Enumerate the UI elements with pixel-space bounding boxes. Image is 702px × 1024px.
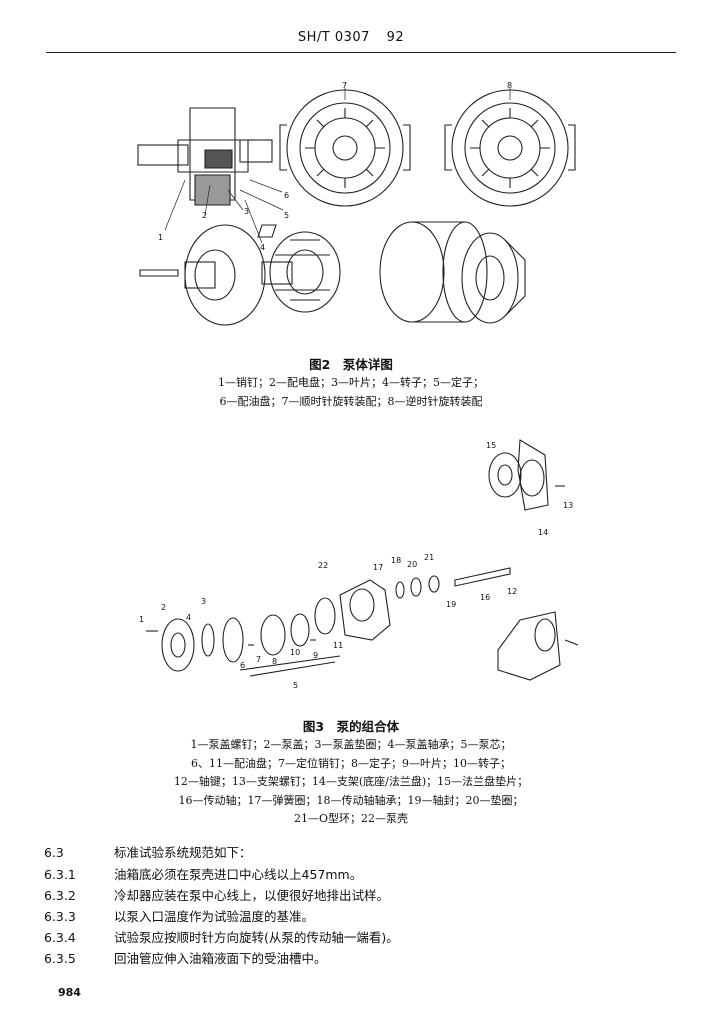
fig3-callout-3: 3 xyxy=(201,597,206,606)
clause-6-3-2: 6.3.2 冷却器应装在泵中心线上，以便很好地排出试样。 xyxy=(44,885,389,904)
figure3-legend-line: 16—传动轴；17—弹簧圈；18—传动轴轴承；19—轴封；20—垫圈； xyxy=(178,793,524,807)
clause-text: 冷却器应装在泵中心线上，以便很好地排出试样。 xyxy=(114,888,390,903)
fig2-callout-7: 7 xyxy=(342,81,347,90)
fig3-callout-13: 13 xyxy=(563,501,573,510)
support-flange-drawing xyxy=(488,439,565,511)
standard-code: SH/T 0307 xyxy=(297,30,370,45)
oil-distribution-plate-drawing xyxy=(461,232,526,324)
figure3-legend-line: 6、11—配油盘；7—定位销钉；8—定子；9—叶片；10—转子； xyxy=(191,756,511,770)
fig3-callout-18: 18 xyxy=(391,556,401,565)
figure2-legend-line: 1—销钉；2—配电盘；3—叶片；4—转子；5—定子； xyxy=(218,376,484,389)
fig3-callout-7: 7 xyxy=(256,655,261,664)
clause-text: 油箱底必须在泵壳进口中心线以上457mm。 xyxy=(114,867,363,882)
fig2-callout-5: 5 xyxy=(284,211,289,220)
clause-6-3-1: 6.3.1 油箱底必须在泵壳进口中心线以上457mm。 xyxy=(44,864,362,883)
pump-bracket-drawing xyxy=(497,611,579,681)
figure3-legend-line: 21—O型环；22—泵壳 xyxy=(293,812,408,825)
figure2-title: 图2 泵体详图 xyxy=(309,357,393,372)
fig3-callout-5: 5 xyxy=(293,681,298,690)
running-header: SH/T 0307 92 xyxy=(0,30,702,45)
clause-number: 6.3.5 xyxy=(44,951,76,966)
rotor-drawing xyxy=(261,231,341,313)
fig3-callout-2: 2 xyxy=(161,603,166,612)
counterclockwise-assembly-drawing xyxy=(444,89,576,207)
fig2-callout-1: 1 xyxy=(158,233,163,242)
fig3-callout-16: 16 xyxy=(480,593,490,602)
fig3-callout-1a: 1 xyxy=(139,615,144,624)
clause-6-3-3: 6.3.3 以泵入口温度作为试验温度的基准。 xyxy=(44,906,314,925)
clause-number: 6.3.3 xyxy=(44,909,76,924)
exploded-assembly-drawing xyxy=(146,567,511,677)
clause-text: 以泵入口温度作为试验温度的基准。 xyxy=(114,909,315,924)
standard-year: 92 xyxy=(386,30,405,45)
figure2-legend-line: 6—配油盘；7—顺时针旋转装配；8—逆时针旋转装配 xyxy=(219,394,483,408)
fig3-callout-4: 4 xyxy=(186,613,191,622)
fig2-callout-3: 3 xyxy=(244,207,249,216)
fig2-callout-6: 6 xyxy=(284,191,289,200)
fig3-callout-9: 9 xyxy=(313,651,318,660)
clause-6-3-4: 6.3.4 试验泵应按顺时针方向旋转(从泵的传动轴一端看)。 xyxy=(44,927,399,946)
clause-number: 6.3 xyxy=(44,845,64,860)
figure3-callouts: 1 2 3 4 5 6 7 8 9 10 11 12 13 14 15 16 1… xyxy=(139,441,573,690)
clause-number: 6.3.4 xyxy=(44,930,76,945)
clause-text: 回油管应伸入油箱液面下的受油槽中。 xyxy=(114,951,327,966)
fig3-callout-11: 11 xyxy=(333,641,343,650)
fig2-callout-2: 2 xyxy=(202,211,207,220)
fig3-callout-22: 22 xyxy=(318,561,328,570)
figure3-title: 图3 泵的组合体 xyxy=(302,719,400,734)
header-rule xyxy=(46,52,676,53)
clockwise-assembly-drawing xyxy=(279,89,411,207)
fig3-callout-17: 17 xyxy=(373,563,383,572)
figure3-legend-line: 12—轴键；13—支架螺钉；14—支架(底座/法兰盘)；15—法兰盘垫片； xyxy=(173,775,529,788)
figure2-callouts: 1 2 3 4 5 6 7 8 xyxy=(158,81,512,252)
fig3-callout-8: 8 xyxy=(272,657,277,666)
figure3-legend: 1—泵盖螺钉；2—泵盖；3—泵盖垫圈；4—泵盖轴承；5—泵芯； 6、11—配油盘… xyxy=(0,736,702,829)
fig3-callout-14: 14 xyxy=(538,528,548,537)
page-number: 984 xyxy=(58,986,81,999)
clause-text: 试验泵应按顺时针方向旋转(从泵的传动轴一端看)。 xyxy=(114,930,399,945)
fig3-callout-10: 10 xyxy=(290,648,300,657)
fig3-callout-15: 15 xyxy=(486,441,496,450)
fig2-callout-4: 4 xyxy=(260,243,265,252)
clause-6-3: 6.3 标准试验系统规范如下： xyxy=(44,842,252,861)
clause-number: 6.3.1 xyxy=(44,867,76,882)
blade-drawing xyxy=(257,224,277,238)
clause-text: 标准试验系统规范如下： xyxy=(114,845,252,860)
fig3-callout-6: 6 xyxy=(240,661,245,670)
stator-drawing xyxy=(379,221,488,323)
fig3-callout-21: 21 xyxy=(424,553,434,562)
figure2-legend: 1—销钉；2—配电盘；3—叶片；4—转子；5—定子； 6—配油盘；7—顺时针旋转… xyxy=(0,374,702,411)
clause-number: 6.3.2 xyxy=(44,888,76,903)
fig3-callout-19: 19 xyxy=(446,600,456,609)
clause-6-3-5: 6.3.5 回油管应伸入油箱液面下的受油槽中。 xyxy=(44,948,327,967)
fig2-callout-8: 8 xyxy=(507,81,512,90)
fig3-callout-20: 20 xyxy=(407,560,417,569)
port-plate-drawing xyxy=(139,224,266,326)
fig3-callout-12: 12 xyxy=(507,587,517,596)
pump-cutaway-drawing xyxy=(137,107,273,206)
figure3-legend-line: 1—泵盖螺钉；2—泵盖；3—泵盖垫圈；4—泵盖轴承；5—泵芯； xyxy=(190,738,512,751)
